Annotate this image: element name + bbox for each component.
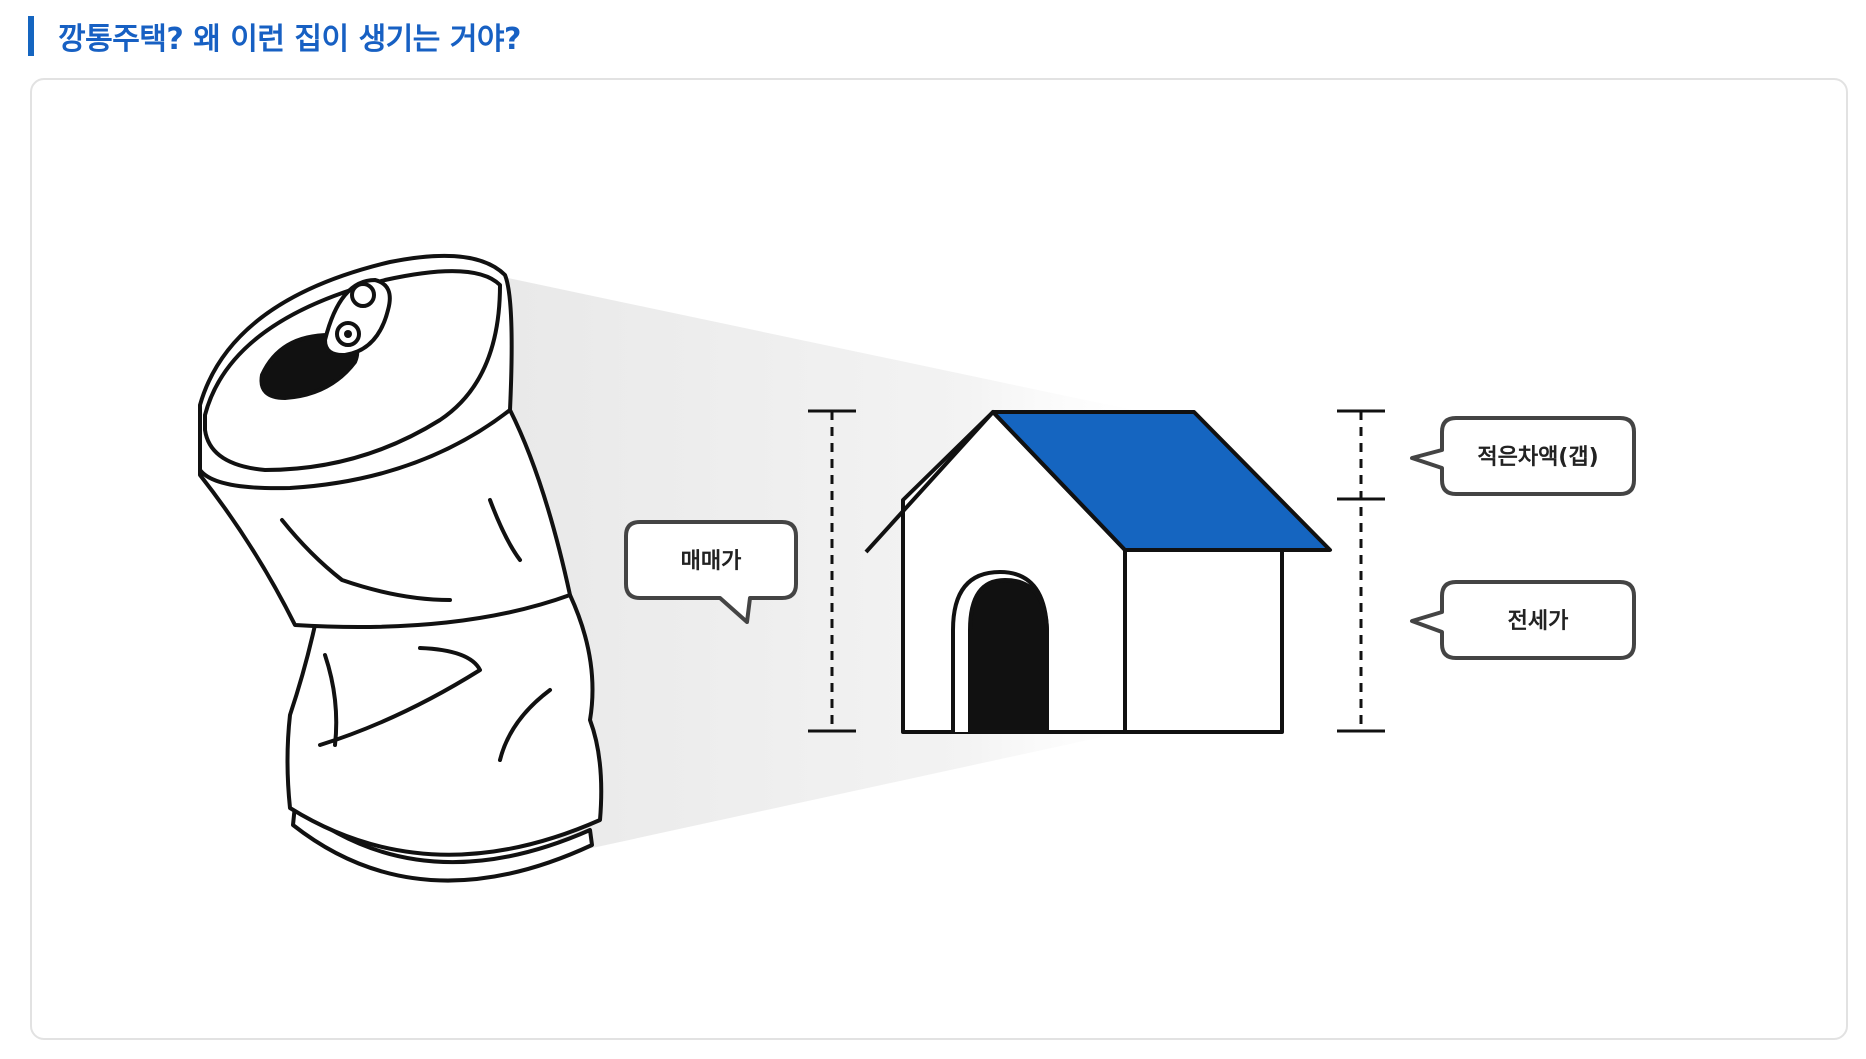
sale-price-bubble: 매매가 [624,520,798,624]
sale-price-label: 매매가 [681,549,742,574]
jeonse-price-label: 전세가 [1508,609,1569,634]
sale-price-dimension [808,409,856,733]
jeonse-price-bubble: 전세가 [1410,580,1636,660]
section-heading: 깡통주택? 왜 이런 집이 생기는 거야? [28,14,521,58]
small-gap-bubble: 적은차액(갭) [1410,416,1636,496]
heading-accent-bar [28,16,34,56]
house-icon [864,410,1332,734]
page-title: 깡통주택? 왜 이런 집이 생기는 거야? [58,22,521,57]
crushed-can-icon [198,253,604,883]
gap-jeonse-dimension [1337,409,1385,733]
small-gap-label: 적은차액(갭) [1477,445,1598,470]
